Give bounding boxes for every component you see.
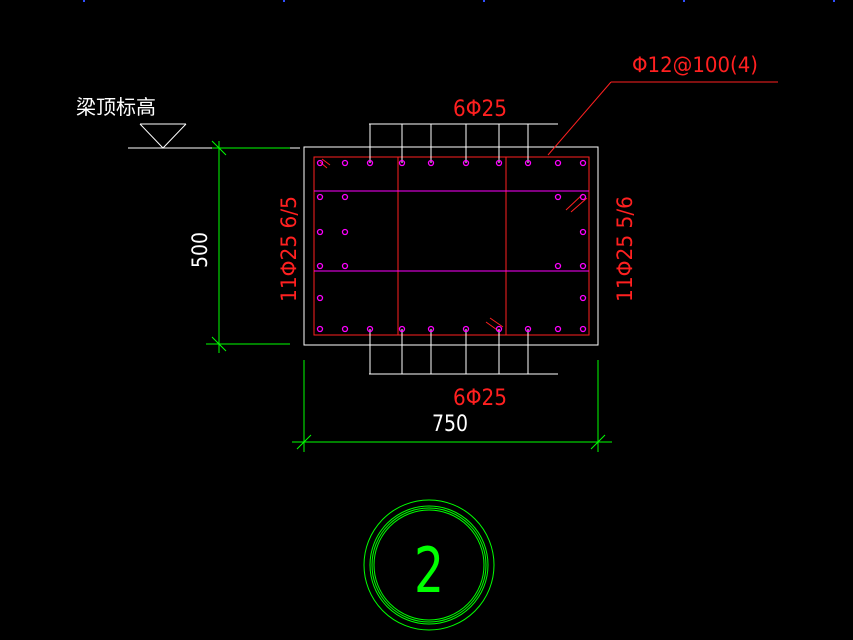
rebars: [316, 159, 587, 333]
beam-outline: [303, 146, 599, 346]
width-dimension: [292, 360, 612, 452]
left-side-bars-label: 11Φ25 6/5: [277, 196, 301, 302]
top-bar-leaders: [369, 123, 558, 163]
stirrup-label: Φ12@100(4): [632, 53, 758, 77]
beam-top-label: 梁顶标高: [76, 95, 156, 119]
detail-number: 2: [414, 534, 444, 607]
right-side-bars-label: 11Φ25 5/6: [613, 196, 637, 302]
stirrups: [313, 156, 590, 336]
bottom-bar-leaders: [369, 329, 558, 375]
bottom-bars-label: 6Φ25: [453, 386, 507, 411]
top-edge-markers: [83, 0, 835, 2]
beam-top-elevation-symbol: [128, 123, 300, 149]
top-bars-label: 6Φ25: [453, 97, 507, 122]
width-dimension-text: 750: [432, 412, 468, 437]
stirrup-leader: [547, 81, 778, 156]
tie-bars: [314, 190, 589, 272]
height-dimension-text: 500: [188, 232, 212, 268]
height-dimension: [206, 140, 290, 353]
detail-number-circle: [363, 499, 495, 631]
